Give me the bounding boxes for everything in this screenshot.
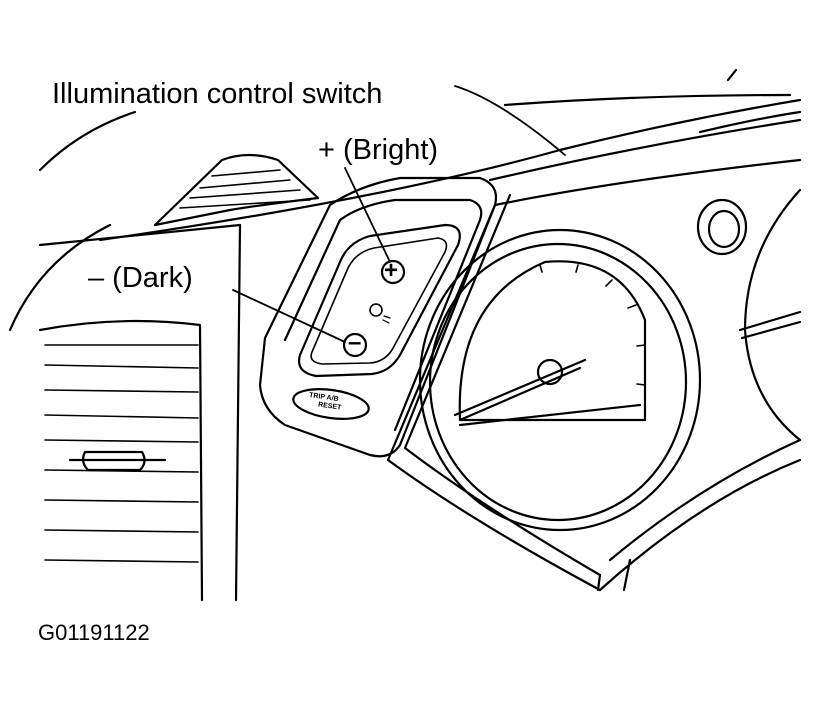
cluster-frame-3 [403, 193, 602, 577]
speedometer-ticks [539, 264, 646, 386]
minus-symbol: – [348, 329, 362, 356]
defroster-vent-slats [179, 169, 311, 209]
figure-code: G01191122 [38, 620, 150, 645]
left-panel-edge [234, 223, 242, 602]
dashboard-top-line [98, 98, 802, 242]
cluster-frame [493, 158, 802, 207]
dashboard-top-line-4 [698, 110, 802, 134]
right-gauge-needle [738, 310, 802, 340]
plus-button-circle [380, 259, 406, 285]
dashboard-top-line-3 [503, 93, 792, 107]
dashboard-top-line-2 [488, 118, 802, 182]
cluster-knob-inner [707, 209, 741, 249]
dashboard-tick [726, 68, 738, 82]
dashboard-left-curve-inner [8, 223, 112, 332]
dashboard-left-curve [38, 110, 137, 172]
air-vent-knob [68, 450, 167, 472]
minus-button-circle [342, 332, 368, 358]
leader-bright [344, 167, 391, 263]
switch-housing-inner [283, 198, 483, 432]
illumination-icon-rays [382, 315, 391, 324]
cluster-frame-bottom [598, 458, 802, 592]
right-gauge-outline [743, 188, 802, 442]
cluster-frame-bottom-2 [608, 438, 802, 562]
air-vent-outline [38, 319, 204, 602]
plus-symbol: + [384, 257, 399, 284]
cluster-tick [622, 558, 632, 592]
speedometer-outer [418, 228, 702, 532]
left-panel-edge-2 [38, 223, 242, 247]
air-vent-slats [44, 344, 199, 563]
leader-dark [232, 289, 346, 343]
illumination-icon [369, 303, 383, 317]
bright-label: + (Bright) [318, 134, 439, 166]
speedometer-bottom-line [458, 403, 642, 427]
speedometer-outer-2 [428, 242, 688, 522]
switch-bezel-inner [310, 237, 448, 365]
switch-bezel [298, 223, 461, 378]
speedometer-needle [453, 358, 587, 422]
needle-hub [536, 358, 564, 386]
cluster-frame-2 [386, 203, 602, 592]
leader-title [454, 85, 566, 156]
trip-reset-button-outline [292, 388, 370, 420]
cluster-frame-lower-corner [596, 573, 602, 592]
cluster-knob [696, 198, 748, 256]
illumination-control-switch-label: Illumination control switch [52, 78, 383, 110]
dark-label: – (Dark) [88, 262, 193, 294]
speedometer-face [458, 260, 647, 422]
defroster-vent-outline [153, 153, 320, 227]
